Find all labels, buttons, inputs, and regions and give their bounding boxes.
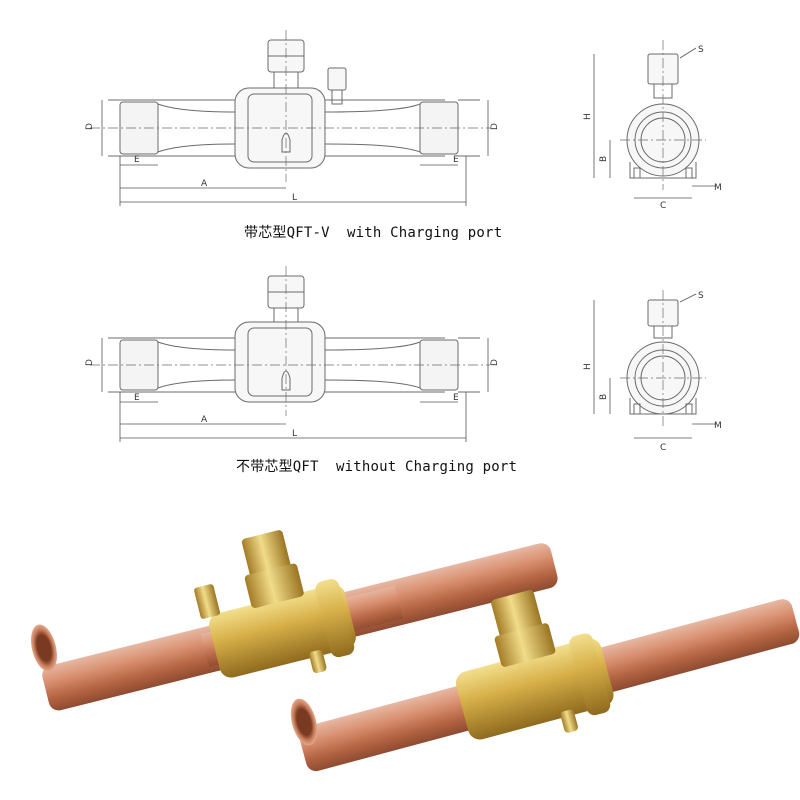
dim-d-right: D (490, 123, 500, 130)
dimension-labels: D D E E A L H B C M S D D E E A L H B C … (85, 45, 722, 453)
caption-with-charging-port: 带芯型QFT-V with Charging port (244, 225, 503, 241)
dim-e-right: E (453, 155, 459, 165)
side-view-without-port (90, 266, 490, 416)
dim-s-2: S (698, 291, 704, 301)
dim-l: L (292, 193, 297, 203)
dim-b-2: B (599, 394, 609, 400)
dim-e-right-2: E (453, 393, 459, 403)
dim-e-left-2: E (134, 393, 140, 403)
middle-dimensions (101, 338, 489, 442)
dim-e-left: E (134, 155, 140, 165)
dim-s: S (698, 45, 704, 55)
end-view-without-port (620, 290, 706, 428)
top-dimensions (101, 100, 489, 206)
dim-c-2: C (660, 443, 666, 453)
dim-m-2: M (714, 421, 722, 431)
dim-m: M (714, 183, 722, 193)
side-view-with-port (90, 30, 490, 182)
dim-a-2: A (201, 415, 208, 425)
dim-l-2: L (292, 429, 297, 439)
dim-d-left: D (85, 123, 95, 130)
dim-h-2: H (583, 363, 593, 370)
dim-a: A (201, 179, 208, 189)
dim-h: H (583, 113, 593, 120)
end-view-with-port (620, 40, 706, 190)
caption-without-charging-port: 不带芯型QFT without Charging port (236, 459, 518, 475)
dim-d-right-2: D (490, 359, 500, 366)
end-dimensions-top (593, 47, 716, 199)
end-dimensions-middle (593, 293, 716, 439)
photo-valve-with-port (30, 530, 558, 711)
photo-valve-without-port (290, 590, 800, 772)
dim-b: B (599, 156, 609, 162)
dim-c: C (660, 201, 666, 211)
dim-d-left-2: D (85, 359, 95, 366)
